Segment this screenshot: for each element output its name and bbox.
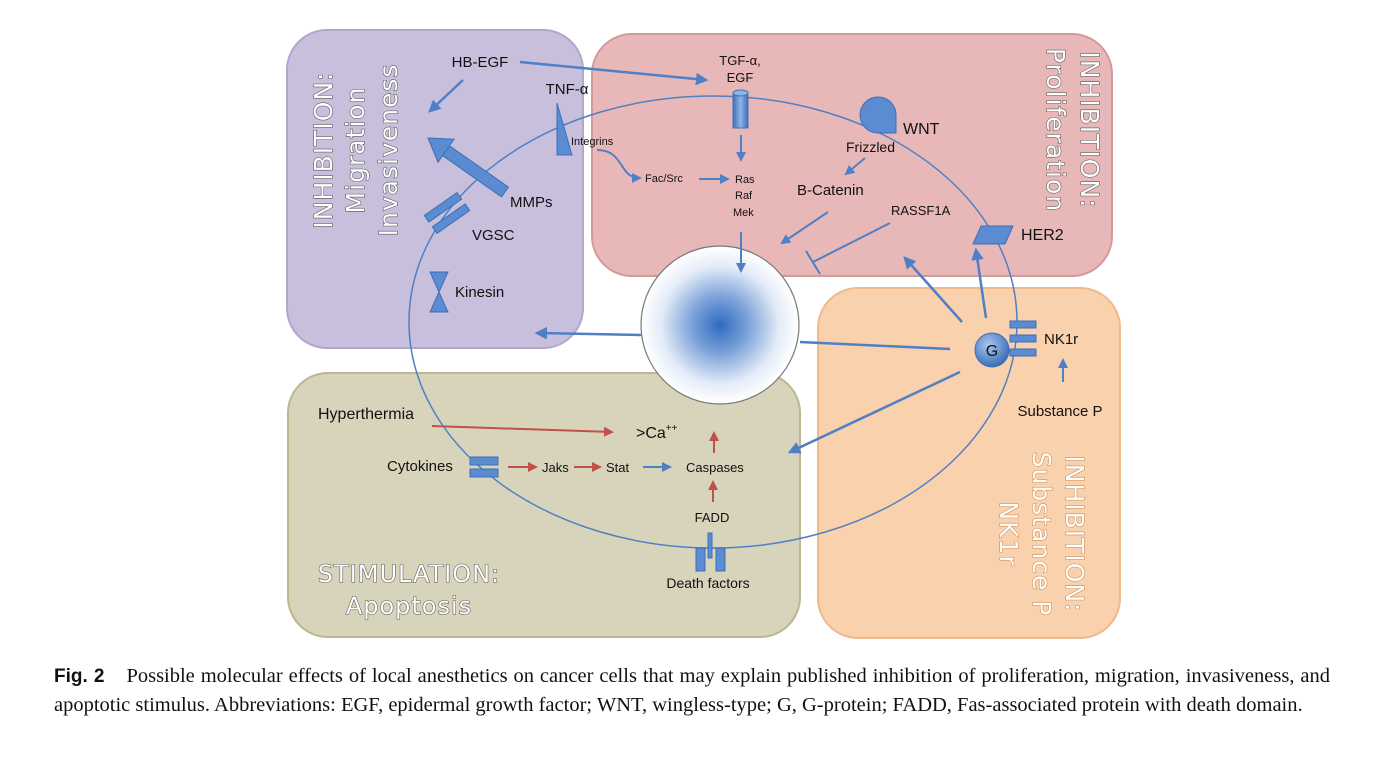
fac-src-label: Fac/Src <box>645 173 683 185</box>
fadd-label: FADD <box>695 510 730 525</box>
migration-panel <box>286 29 584 349</box>
cytokine-receptor-icon <box>469 456 499 478</box>
arrow-bcatenin-nucleus <box>780 211 829 245</box>
rassf1a-inhibit <box>805 222 891 275</box>
ca-label: >Ca++ <box>636 423 678 442</box>
arrow-g-caspases <box>787 370 961 454</box>
g-protein-icon <box>974 332 1010 368</box>
substance-title: INHIBITION: Substance P NK1r <box>993 451 1089 617</box>
cytokines-label: Cytokines <box>387 458 453 475</box>
caption-text: Possible molecular effects of local anes… <box>54 665 1330 716</box>
arrow-nucleus-migration <box>534 326 642 340</box>
svg-text:Substance P: Substance P <box>1027 452 1056 617</box>
tgf-label-2: EGF <box>727 70 754 85</box>
arrow-hyperthermia-ca <box>431 425 614 437</box>
arrow-hbegf-migration <box>428 79 464 113</box>
arrow-g-her2 <box>971 247 988 319</box>
caspases-label: Caspases <box>686 460 744 475</box>
kinesin-icon <box>429 271 449 313</box>
hyperthermia-label: Hyperthermia <box>318 406 414 423</box>
substance-panel <box>817 287 1121 639</box>
svg-text:Invasiveness: Invasiveness <box>374 64 403 237</box>
svg-text:INHIBITION:: INHIBITION: <box>1060 455 1089 612</box>
ras-label: Ras <box>735 174 755 186</box>
tnf-label: TNF-α <box>546 81 589 98</box>
hb-egf-label: HB-EGF <box>452 54 509 71</box>
migration-title: INHIBITION: Migration Invasiveness <box>308 63 403 237</box>
jaks-label: Jaks <box>542 460 569 475</box>
apoptosis-panel <box>287 372 801 638</box>
svg-text:Migration: Migration <box>341 87 370 214</box>
vgsc-icon <box>423 191 471 235</box>
her2-icon <box>972 225 1014 245</box>
svg-text:NK1r: NK1r <box>994 501 1023 566</box>
tgf-label-1: TGF-α, <box>719 53 760 68</box>
proliferation-title: INHIBITION: Proliferation <box>1040 47 1104 212</box>
wnt-label: WNT <box>903 121 940 138</box>
nk1r-receptor-icon <box>1009 320 1037 357</box>
substance-p-label: Substance P <box>1017 403 1102 420</box>
her2-label: HER2 <box>1021 227 1064 244</box>
apoptosis-title: STIMULATION: Apoptosis <box>317 559 500 620</box>
svg-text:STIMULATION:: STIMULATION: <box>318 560 500 588</box>
raf-label: Raf <box>735 190 753 202</box>
arrow-frizzled-bcatenin <box>844 157 866 176</box>
b-catenin-label: B-Catenin <box>797 182 864 199</box>
death-factors-label: Death factors <box>666 575 749 591</box>
mek-label: Mek <box>733 207 754 219</box>
arrow-integrins-facsrc <box>596 149 642 183</box>
nucleus <box>640 245 800 405</box>
svg-text:Proliferation: Proliferation <box>1041 48 1070 212</box>
frizzled-label: Frizzled <box>846 139 895 155</box>
svg-text:INHIBITION:: INHIBITION: <box>1075 51 1104 208</box>
nk1r-label: NK1r <box>1044 331 1078 348</box>
mmps-arrow <box>427 137 510 198</box>
stat-label: Stat <box>606 460 630 475</box>
integrin-icon <box>556 102 573 156</box>
rassf1a-label: RASSF1A <box>891 203 951 218</box>
svg-text:INHIBITION:: INHIBITION: <box>309 71 338 228</box>
integrins-label: Integrins <box>571 136 614 148</box>
arrow-g-nucleus-line <box>799 340 951 351</box>
vgsc-label: VGSC <box>472 227 515 244</box>
kinesin-label: Kinesin <box>455 284 504 301</box>
arrow-g-proliferation <box>903 256 963 323</box>
figure-number: Fig. 2 <box>54 666 105 687</box>
arrow-hbegf-tgf <box>519 60 709 86</box>
egf-receptor-icon <box>732 89 749 129</box>
mmps-label: MMPs <box>510 194 553 211</box>
frizzled-icon <box>859 96 897 134</box>
diagram: INHIBITION: Migration Invasiveness INHIB… <box>286 29 1121 639</box>
death-receptor-icon <box>695 532 726 572</box>
g-label: G <box>986 343 998 360</box>
svg-text:Apoptosis: Apoptosis <box>346 592 472 620</box>
